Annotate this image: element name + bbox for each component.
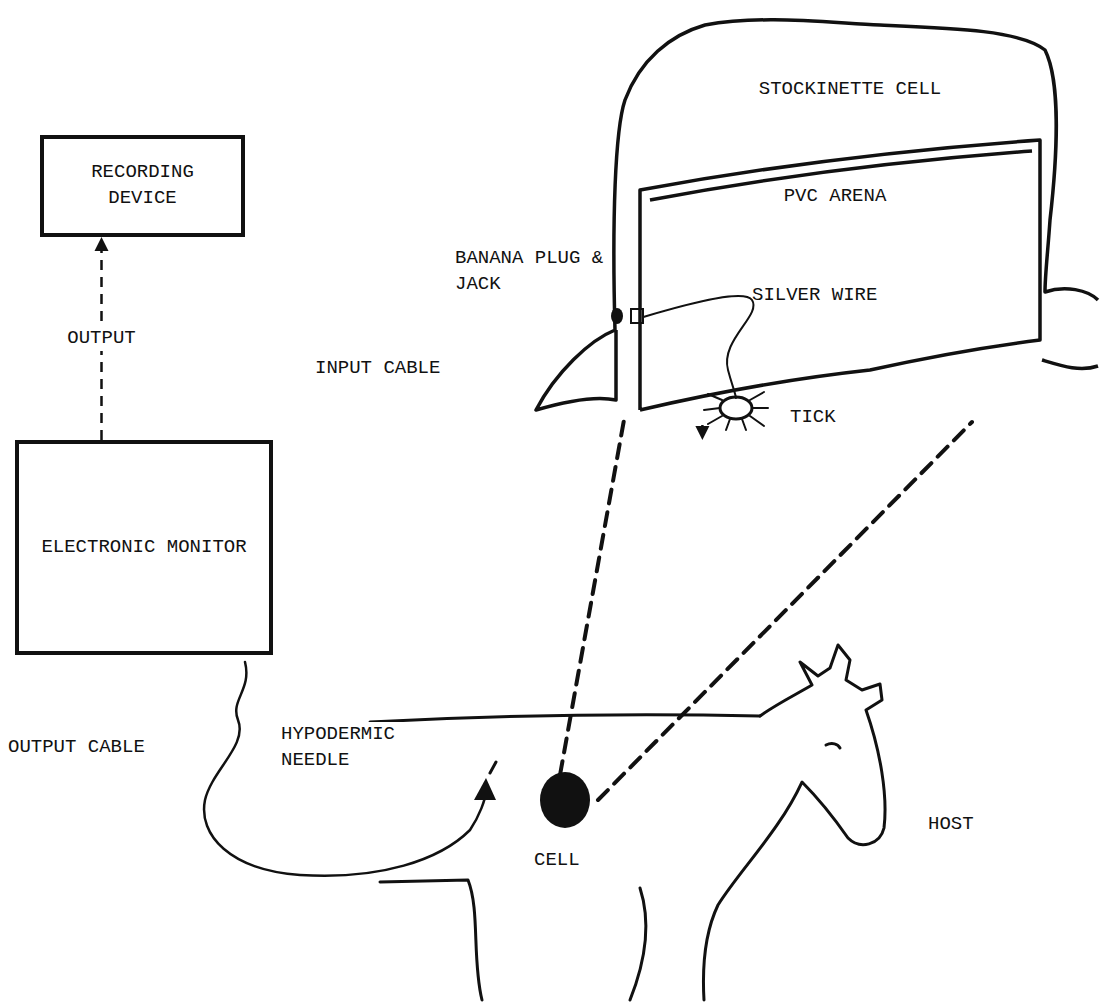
node-label: ELECTRONIC MONITOR [41, 535, 246, 561]
host-head-and-chest [704, 645, 886, 1000]
process-box: RECORDING DEVICE [40, 135, 245, 237]
attachment-cell [540, 772, 590, 828]
part-label: CELL [534, 848, 604, 874]
dashed-leader [598, 422, 972, 800]
part-label: SILVER WIRE [752, 283, 892, 309]
tick-body [720, 397, 752, 419]
pvc-arena: PVC ARENA [625, 140, 1045, 425]
output-cable [204, 662, 486, 876]
host-leg [630, 888, 646, 1000]
connector [695, 425, 709, 440]
stockinette-cell: STOCKINETTE CELL PVC ARENA [600, 15, 1100, 370]
needle-arrowhead [474, 778, 496, 800]
edge-label: OUTPUT [64, 326, 138, 352]
silver-wire [640, 296, 754, 398]
dashed-leader [560, 420, 624, 775]
host-hind [380, 880, 482, 1000]
part-label: BANANA PLUG & JACK [452, 246, 608, 297]
host-eye [826, 744, 840, 748]
pvc-arena-outline [625, 140, 1045, 425]
arrowhead [695, 426, 709, 440]
tick-legs [704, 392, 768, 430]
cable-label: INPUT CABLE [315, 356, 495, 382]
node-label: STOCKINETTE CELL [759, 77, 941, 103]
process-box: ELECTRONIC MONITOR [15, 440, 273, 655]
host-back [370, 715, 760, 722]
node-label: PVC ARENA [784, 184, 887, 210]
arrowhead [95, 237, 109, 251]
node-label: RECORDING DEVICE [52, 160, 233, 211]
part-label: HOST [928, 812, 998, 838]
hypodermic-needle [490, 762, 496, 773]
part-label: TICK [790, 405, 860, 431]
cable-label: OUTPUT CABLE [8, 735, 168, 761]
part-label: HYPODERMIC NEEDLE [278, 722, 414, 773]
